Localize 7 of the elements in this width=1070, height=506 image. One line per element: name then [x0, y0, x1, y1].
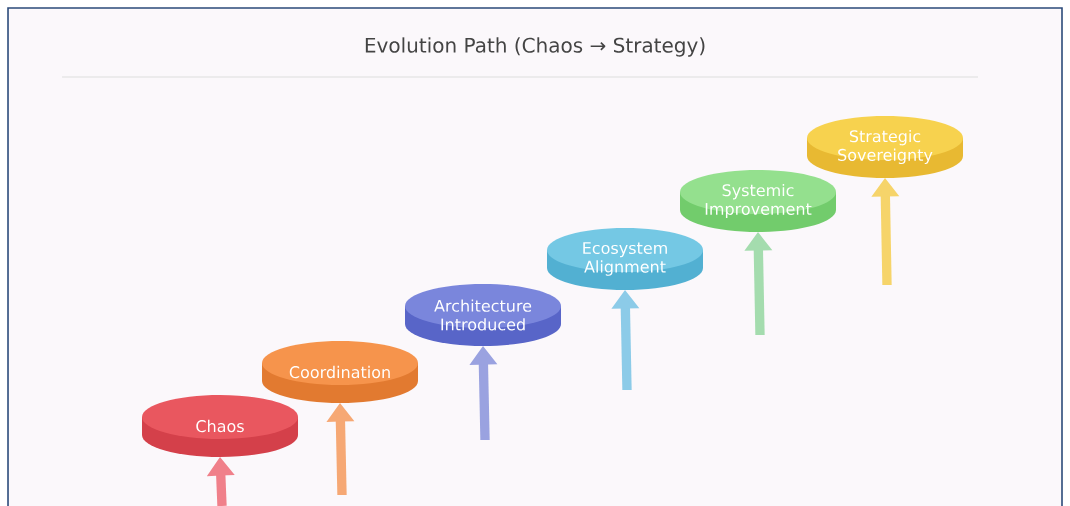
- disc-node: Strategic Sovereignty: [807, 116, 963, 178]
- disc-node: Systemic Improvement: [680, 170, 836, 232]
- disc-node: Ecosystem Alignment: [547, 228, 703, 290]
- disc-node: Architecture Introduced: [405, 284, 561, 346]
- disc-node: Coordination: [262, 341, 418, 403]
- title: Evolution Path (Chaos → Strategy): [365, 37, 705, 57]
- disc-node: Chaos: [142, 395, 298, 457]
